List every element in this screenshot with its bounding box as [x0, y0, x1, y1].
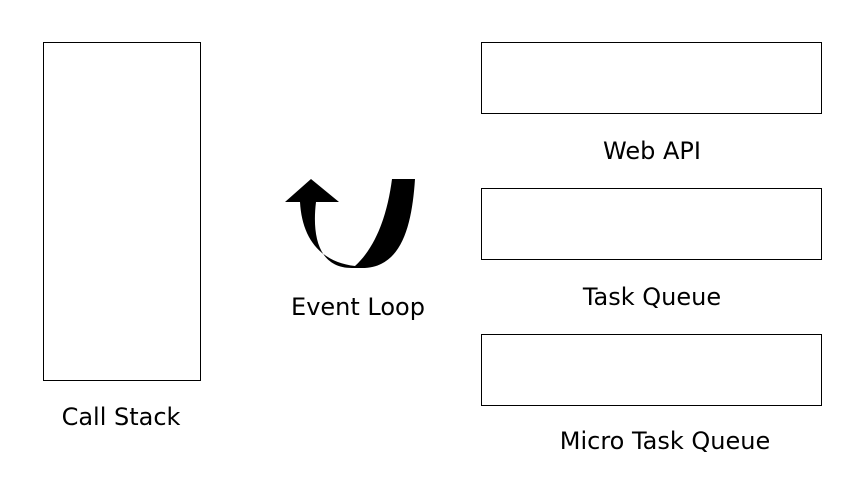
call-stack-label: Call Stack: [61, 403, 181, 431]
call-stack-box: [43, 42, 201, 381]
event-loop-arrow-shape: [285, 179, 415, 268]
web-api-box: [481, 42, 822, 114]
micro-task-queue-label: Micro Task Queue: [559, 427, 771, 455]
task-queue-label: Task Queue: [582, 283, 722, 311]
micro-task-queue-box: [481, 334, 822, 406]
curved-arrow-icon: [285, 179, 415, 268]
web-api-label: Web API: [603, 137, 701, 165]
event-loop-label: Event Loop: [291, 293, 425, 321]
task-queue-box: [481, 188, 822, 260]
